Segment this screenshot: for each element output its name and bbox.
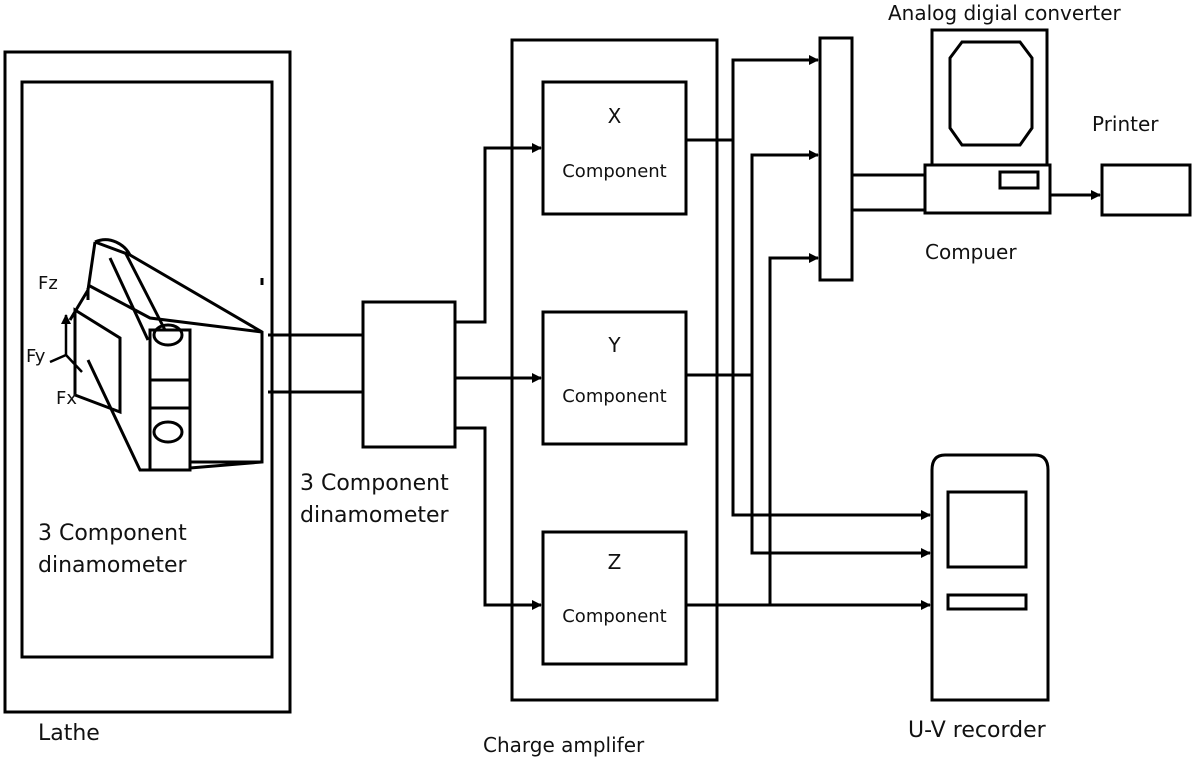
adc-bar [818, 36, 854, 282]
charge-amplifier-frame [510, 38, 719, 702]
computer-label: Compuer [925, 240, 1017, 264]
line-to-z [455, 426, 542, 610]
channel-z-name: Component [562, 606, 667, 627]
adc-label: Analog digial converter [888, 1, 1121, 25]
z-out [686, 253, 819, 607]
lathe-frame [3, 50, 292, 714]
dynamometer-inside-label: 3 Component dinamometer [38, 521, 187, 578]
recorder-body [930, 453, 1050, 702]
printer-label: Printer [1092, 112, 1159, 136]
fy-arrow [49, 353, 67, 364]
computer-screen [948, 40, 1034, 147]
dynamometer-box [361, 300, 457, 449]
fz-label: Fz [38, 273, 58, 294]
fy-label: Fy [26, 346, 46, 367]
line-to-x [455, 143, 542, 324]
y-out [686, 150, 819, 377]
x-to-recorder [731, 140, 931, 520]
channel-x-letter: X [607, 104, 622, 128]
channel-y-box [541, 310, 688, 446]
recorder-label: U-V recorder [908, 718, 1046, 743]
computer-drive [998, 170, 1040, 190]
dynamometer-sketch [68, 238, 264, 472]
channel-x-name: Component [562, 161, 667, 182]
fx-label: Fx [56, 388, 78, 409]
lathe-inner-frame [20, 80, 274, 659]
lathe-label: Lathe [38, 721, 100, 746]
printer-box [1100, 163, 1192, 217]
channel-y-letter: Y [608, 333, 621, 357]
y-to-recorder [750, 375, 931, 558]
recorder-screen [946, 490, 1028, 569]
dynamometer-mid-label: 3 Component dinamometer [300, 471, 449, 528]
channel-x-box [541, 80, 688, 216]
fx-arrow [65, 354, 83, 373]
channel-z-box [541, 530, 688, 666]
channel-z-letter: Z [607, 550, 622, 574]
charge-amplifier-label: Charge amplifer [483, 733, 645, 757]
channel-y-name: Component [562, 386, 667, 407]
x-out [686, 55, 819, 142]
recorder-slot [946, 593, 1028, 611]
computer-base [923, 163, 1052, 215]
